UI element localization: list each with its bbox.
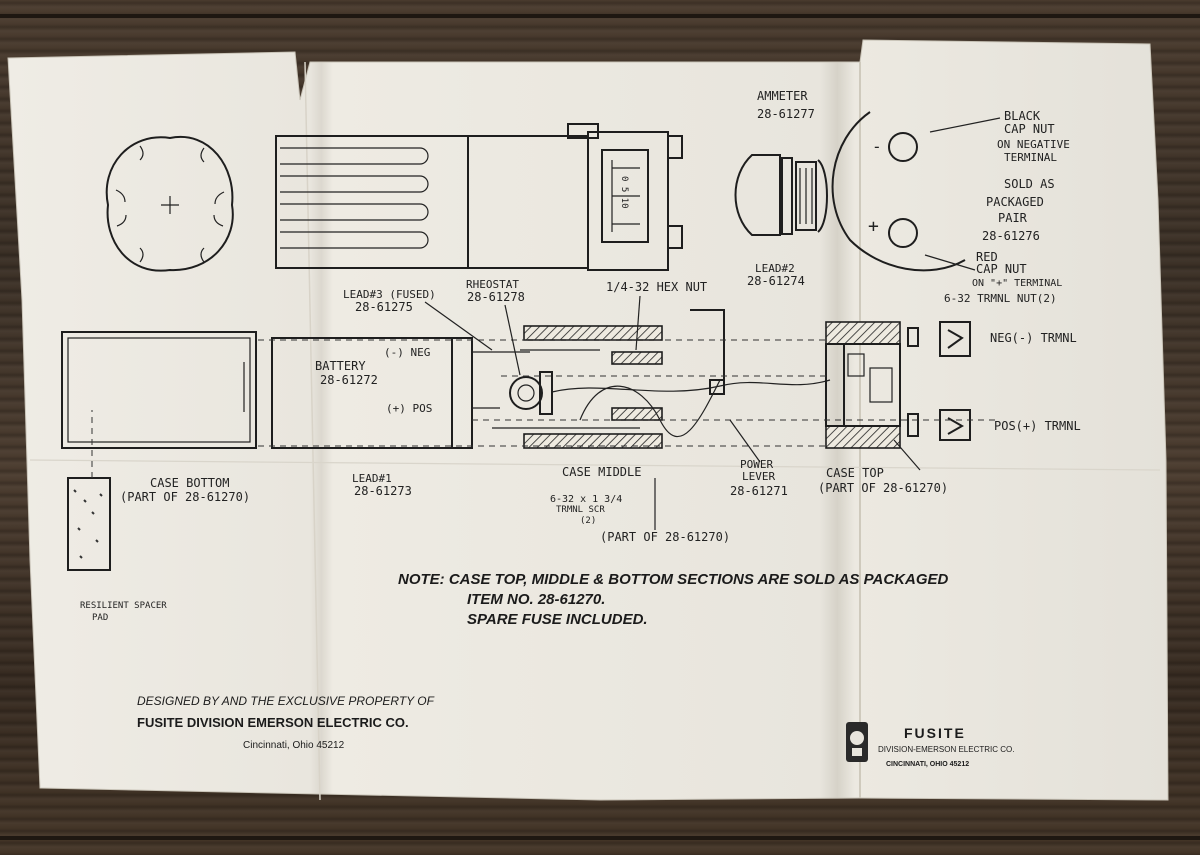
red-capnut-label: CAP NUT xyxy=(976,262,1027,276)
company-address: Cincinnati, Ohio 45212 xyxy=(243,740,345,751)
case-top-part-number: (PART OF 28-61270) xyxy=(818,481,948,495)
meter-scale: 0 5 10 xyxy=(619,176,629,209)
spacer-pad-label: RESILIENT SPACER xyxy=(80,601,167,611)
black-capnut-label: TERMINAL xyxy=(1004,151,1057,164)
logo-division: DIVISION-EMERSON ELECTRIC CO. xyxy=(878,745,1014,754)
case-bottom xyxy=(61,331,257,571)
black-capnut-label: BLACK xyxy=(1004,109,1041,123)
ammeter-parts: - + xyxy=(734,111,1001,272)
power-lever-part-number: 28-61271 xyxy=(730,484,788,498)
power-lever-label: LEVER xyxy=(742,470,775,483)
neg-terminal-label: NEG(-) TRMNL xyxy=(990,331,1077,345)
spacer-pad-label: PAD xyxy=(92,613,108,623)
case-top xyxy=(825,321,971,449)
plank-seam xyxy=(0,14,1200,18)
company-name: FUSITE DIVISION EMERSON ELECTRIC CO. xyxy=(137,715,409,730)
case-middle-part-number: (PART OF 28-61270) xyxy=(600,530,730,544)
lead2-part-number: 28-61274 xyxy=(747,274,805,288)
rheostat-part-number: 28-61278 xyxy=(467,290,525,304)
logo-name: FUSITE xyxy=(904,725,966,741)
black-capnut-label: ON NEGATIVE xyxy=(997,138,1070,151)
ammeter-part-number: 28-61277 xyxy=(757,107,815,121)
battery-part-number: 28-61272 xyxy=(320,373,378,387)
red-capnut-label: RED xyxy=(976,250,998,264)
case-middle-label: CASE MIDDLE xyxy=(562,465,641,479)
lead3-part-number: 28-61275 xyxy=(355,300,413,314)
svg-text:+: + xyxy=(868,216,879,237)
rheostat-label: RHEOSTAT xyxy=(466,278,519,291)
capnut-pair-part-number: 28-61276 xyxy=(982,229,1040,243)
logo-city: CINCINNATI, OHIO 45212 xyxy=(886,761,969,768)
plank-seam xyxy=(0,836,1200,840)
side-view-assembly: 0 5 10 xyxy=(275,123,683,271)
svg-text:-: - xyxy=(872,137,882,156)
battery xyxy=(271,337,530,449)
sold-as-label: PAIR xyxy=(998,211,1028,225)
lead1-part-number: 28-61273 xyxy=(354,484,412,498)
screw-label: 6-32 x 1 3/4 xyxy=(550,494,622,505)
case-bottom-label: CASE BOTTOM xyxy=(150,476,229,490)
screw-label: TRMNL SCR xyxy=(556,505,605,515)
red-capnut-label: ON "+" TERMINAL xyxy=(972,278,1062,289)
end-view-knob xyxy=(105,135,234,272)
power-lever-label: POWER xyxy=(740,458,773,471)
battery-label: BATTERY xyxy=(315,359,366,373)
lead1-label: LEAD#1 xyxy=(352,472,392,485)
screw-label: (2) xyxy=(580,516,596,526)
sold-as-label: PACKAGED xyxy=(986,195,1044,209)
note-line-2: ITEM NO. 28-61270. xyxy=(467,591,605,608)
lead2-label: LEAD#2 xyxy=(755,262,795,275)
pos-terminal-label: POS(+) TRMNL xyxy=(994,419,1081,433)
terminal-nut-label: 6-32 TRMNL NUT(2) xyxy=(944,292,1057,305)
lead3-label: LEAD#3 (FUSED) xyxy=(343,288,436,301)
hex-nut-label: 1/4-32 HEX NUT xyxy=(606,280,707,294)
note-line-1: NOTE: CASE TOP, MIDDLE & BOTTOM SECTIONS… xyxy=(398,571,948,588)
note-line-3: SPARE FUSE INCLUDED. xyxy=(467,611,648,628)
black-capnut-label: CAP NUT xyxy=(1004,122,1055,136)
sold-as-label: SOLD AS xyxy=(1004,177,1055,191)
negative-label: (-) NEG xyxy=(384,346,430,359)
positive-label: (+) POS xyxy=(386,402,432,415)
case-top-label: CASE TOP xyxy=(826,466,884,480)
designed-by-text: DESIGNED BY AND THE EXCLUSIVE PROPERTY O… xyxy=(137,694,435,708)
case-middle-assembly xyxy=(492,309,831,449)
fusite-logo xyxy=(846,722,868,762)
ammeter-label: AMMETER xyxy=(757,89,808,103)
case-bottom-part-number: (PART OF 28-61270) xyxy=(120,490,250,504)
